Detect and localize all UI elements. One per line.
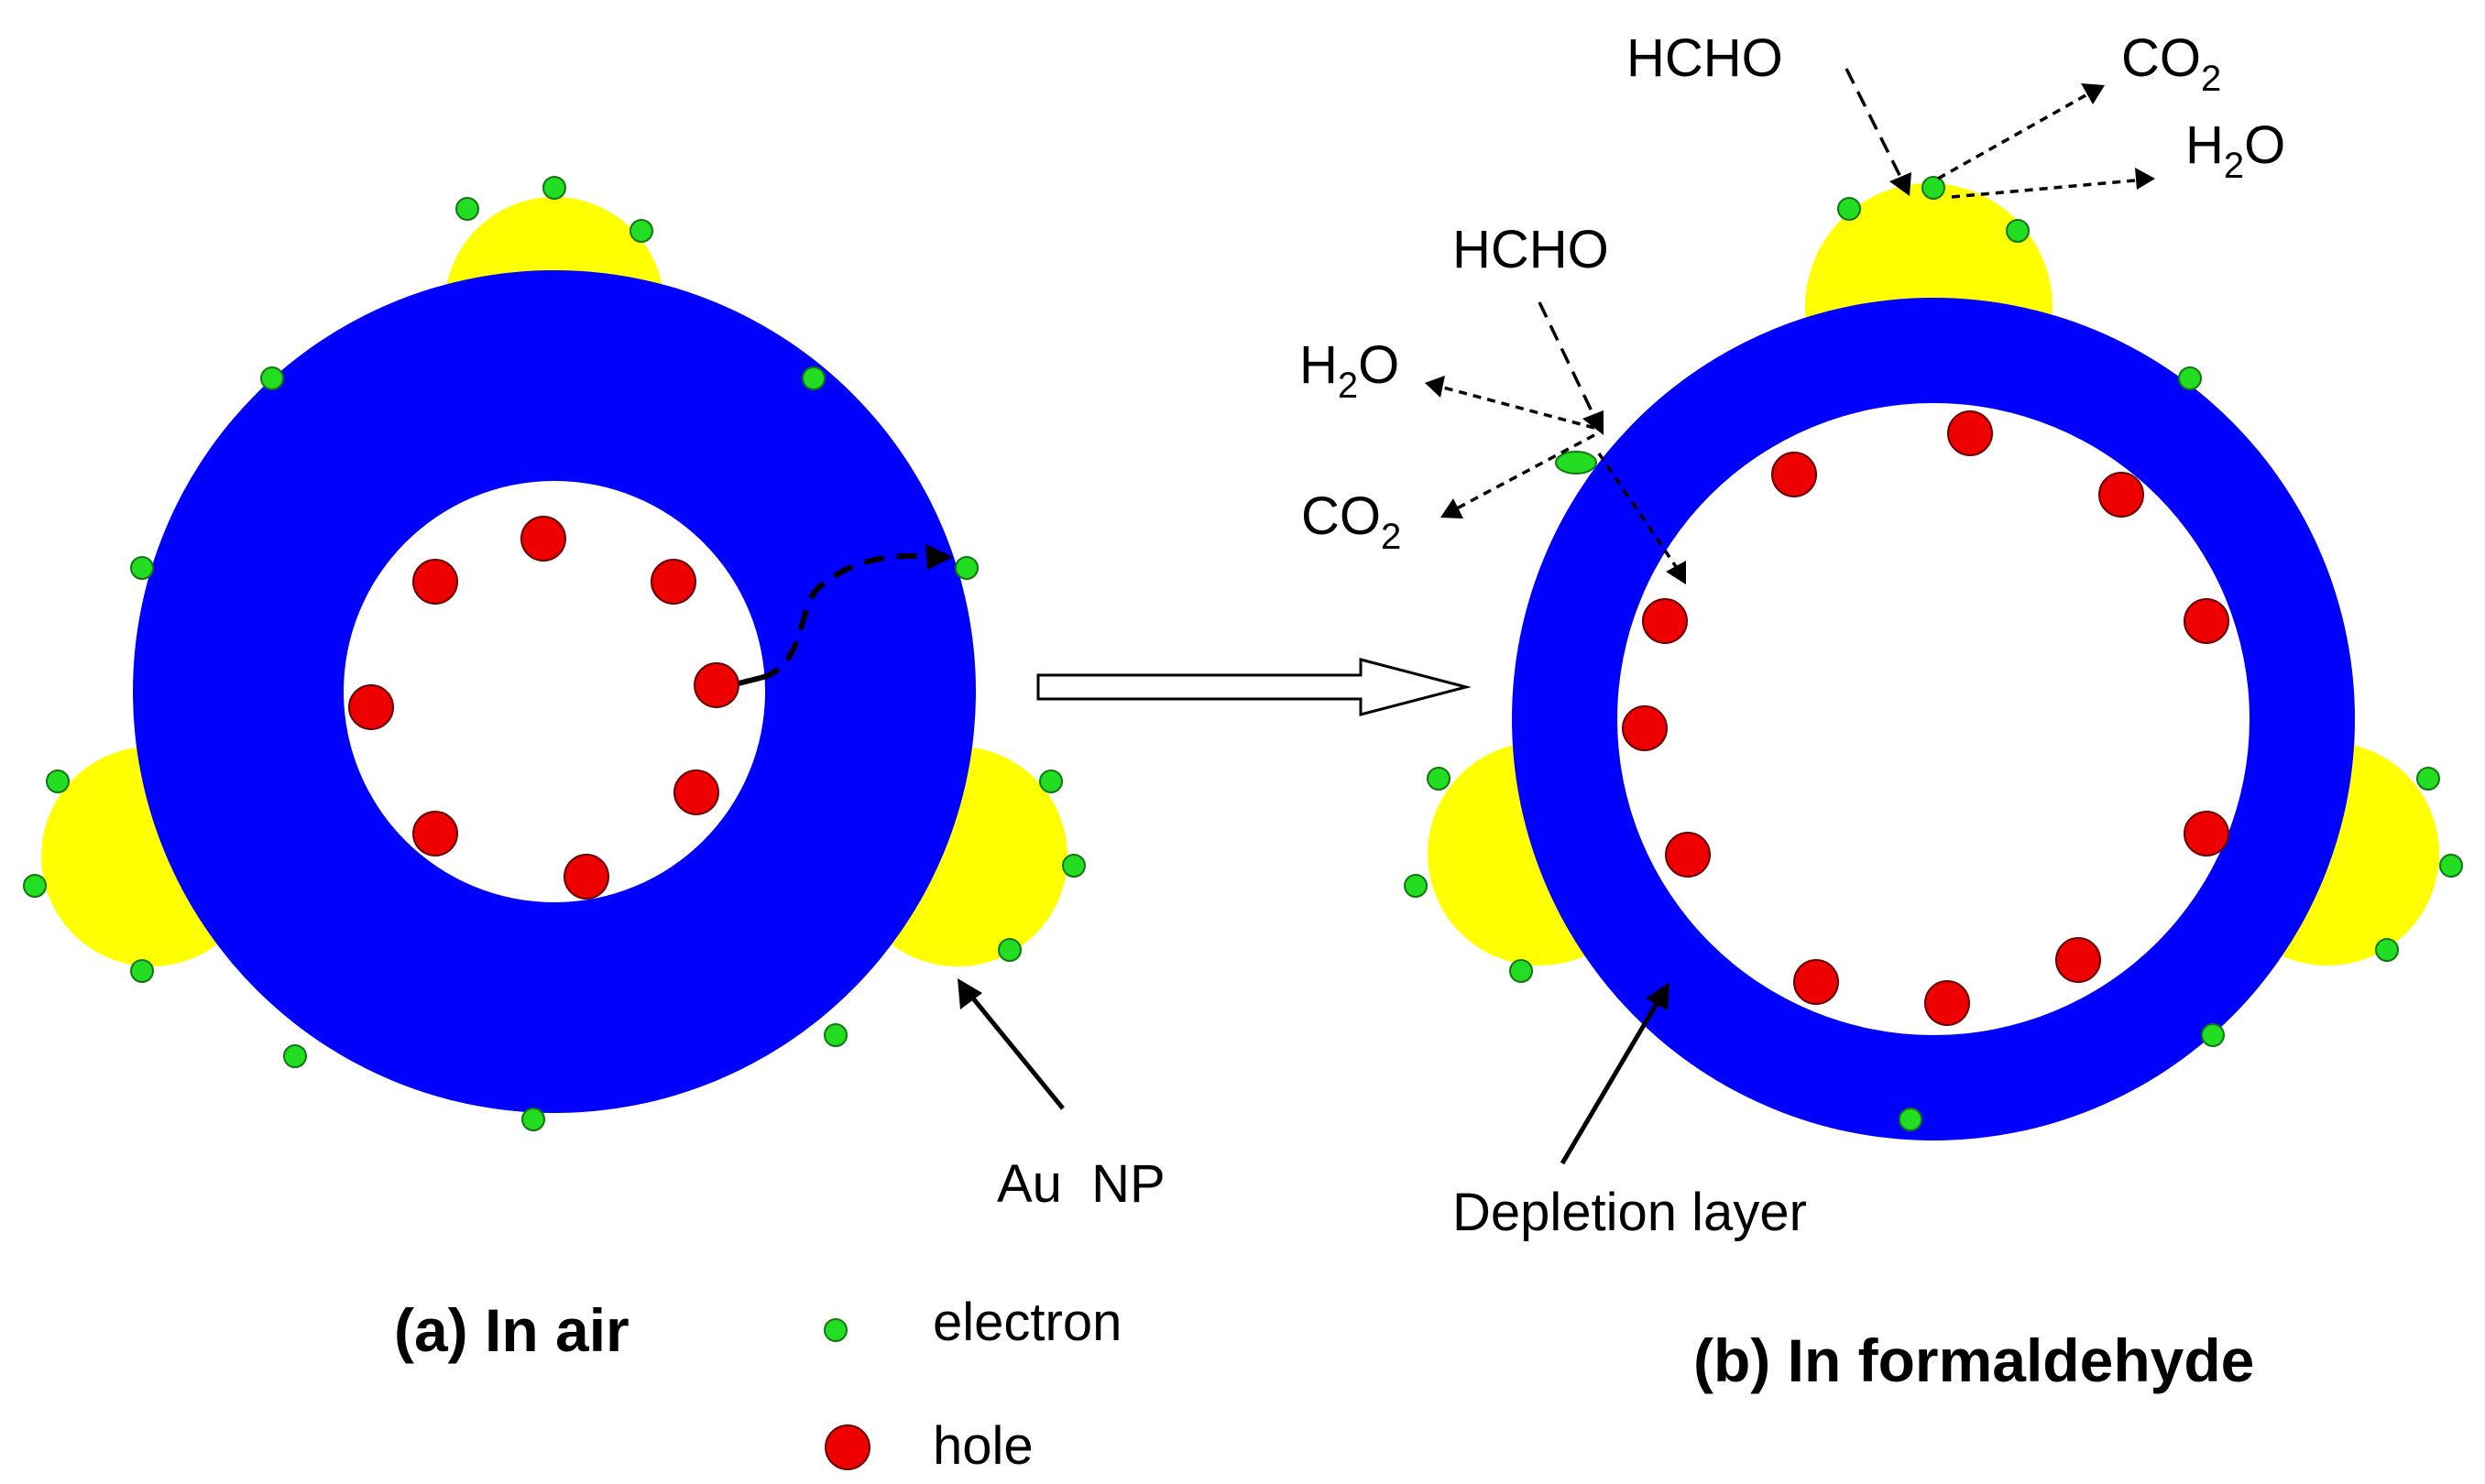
electron xyxy=(130,556,154,580)
hole xyxy=(2055,937,2101,983)
electron xyxy=(824,1023,848,1047)
hcho-label-left: HCHO xyxy=(1452,220,1609,279)
holes-b xyxy=(1622,410,2229,1026)
electron xyxy=(455,197,479,221)
hole xyxy=(412,559,458,605)
electron xyxy=(955,556,979,580)
hole xyxy=(694,662,739,708)
electron xyxy=(46,769,70,793)
hole xyxy=(1924,980,1970,1026)
hollow-core xyxy=(1617,403,2250,1035)
electron xyxy=(1039,769,1063,793)
hole xyxy=(348,684,394,730)
adsorbed-species xyxy=(1555,451,1597,475)
electron xyxy=(2006,219,2030,243)
electron xyxy=(2416,767,2440,791)
electron xyxy=(1899,1108,1922,1131)
h2o-label-left: H2O xyxy=(1299,335,1399,406)
co2-label-top: CO2 xyxy=(2121,28,2221,99)
electron xyxy=(1427,767,1450,791)
electron xyxy=(1404,874,1428,898)
electron xyxy=(521,1108,545,1131)
h2o-label-top: H2O xyxy=(2185,115,2285,186)
electron xyxy=(998,938,1022,962)
electrons-b xyxy=(1404,176,2463,1131)
red-dot-icon xyxy=(825,1424,870,1470)
electron xyxy=(1921,176,1945,200)
hole xyxy=(651,559,696,605)
panel-b-in-formaldehyde: HCHO CO2 H2O HCHO H2O CO2 Depletion laye… xyxy=(1299,28,2463,1394)
hole xyxy=(412,811,458,857)
electron xyxy=(130,959,154,983)
electron xyxy=(802,366,826,390)
panel-a-in-air: Au NP (a) In air xyxy=(23,176,1166,1364)
electron xyxy=(542,176,566,200)
electron xyxy=(629,219,653,243)
hole xyxy=(1622,705,1668,751)
electron xyxy=(2201,1023,2225,1047)
au-np-pointer xyxy=(958,978,1065,1110)
hole xyxy=(520,516,566,562)
hole xyxy=(1771,452,1817,497)
top-reaction-arrows xyxy=(1845,68,2136,199)
hole xyxy=(1642,598,1688,644)
hole xyxy=(564,854,609,900)
hcho-label-top: HCHO xyxy=(1626,28,1783,88)
hole xyxy=(2184,598,2229,644)
electron xyxy=(1509,959,1533,983)
panel-a-caption: (a) In air xyxy=(394,1296,629,1364)
hole xyxy=(1665,832,1711,878)
green-dot-icon xyxy=(824,1318,848,1342)
electron xyxy=(2439,854,2463,878)
electrons-a xyxy=(23,176,1086,1131)
electron-transfer-path xyxy=(738,544,953,686)
legend-hole-label: hole xyxy=(933,1416,1034,1476)
depletion-layer-pointer xyxy=(1560,982,1669,1165)
depletion-layer-label: Depletion layer xyxy=(1452,1183,1807,1242)
hollow-arrow-right-icon xyxy=(1036,658,1472,716)
panel-b-caption: (b) In formaldehyde xyxy=(1693,1326,2254,1394)
electron xyxy=(1837,197,1861,221)
legend: electron hole xyxy=(824,1293,1122,1476)
hole xyxy=(1947,410,1993,456)
holes-a xyxy=(348,516,739,900)
hole xyxy=(2184,811,2229,857)
electron xyxy=(23,874,47,898)
top-arrowheads xyxy=(1889,83,2155,196)
left-arrowheads xyxy=(1425,376,1686,584)
electron xyxy=(2375,938,2399,962)
co2-label-left: CO2 xyxy=(1301,486,1401,557)
legend-electron-label: electron xyxy=(933,1293,1122,1352)
electron xyxy=(260,366,284,390)
electron xyxy=(2178,366,2202,390)
electron xyxy=(283,1044,307,1068)
hole xyxy=(673,769,719,815)
left-reaction-arrows xyxy=(1442,301,1679,569)
hole xyxy=(1793,959,1839,1005)
hole xyxy=(2098,472,2144,518)
electron xyxy=(1062,854,1086,878)
au-np-label: Au NP xyxy=(997,1154,1166,1214)
